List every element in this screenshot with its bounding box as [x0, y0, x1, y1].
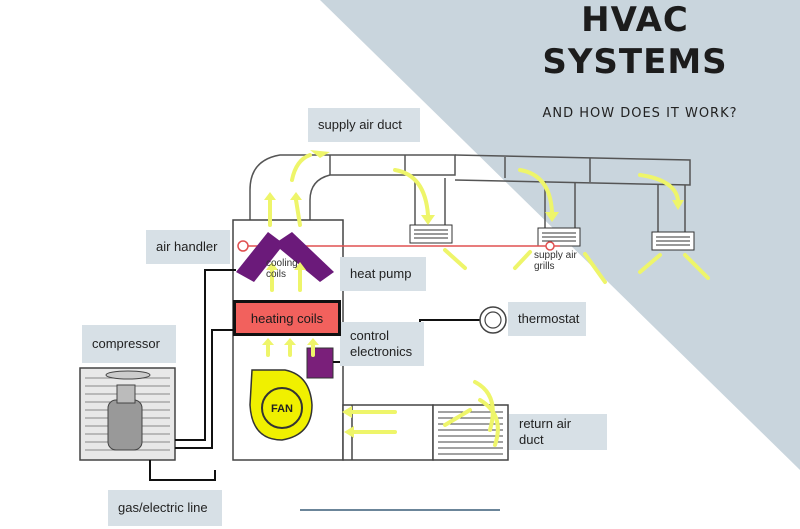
- label-supply-air-grills: supply air grills: [534, 250, 577, 272]
- cooling-coils: [236, 232, 334, 282]
- compressor-unit: [79, 367, 176, 461]
- heating-coils: heating coils: [233, 300, 341, 336]
- fan-unit: [249, 369, 313, 441]
- cooling-line-1: cooling: [266, 258, 298, 269]
- label-supply-air-duct: supply air duct: [308, 108, 420, 142]
- refrigerant-node-2: [545, 241, 555, 251]
- grill-line-2: grills: [534, 261, 555, 272]
- label-air-handler: air handler: [146, 230, 230, 264]
- thermostat-device: [479, 306, 507, 334]
- grill-line-1: supply air: [534, 250, 577, 261]
- label-thermostat: thermostat: [508, 302, 586, 336]
- label-control-electronics: control electronics: [340, 322, 424, 366]
- refrigerant-node-1: [237, 240, 249, 252]
- subtitle: AND HOW DOES IT WORK?: [542, 106, 738, 121]
- label-compressor: compressor: [82, 325, 176, 363]
- label-control-line-1: control: [350, 327, 390, 343]
- arrowheads: [262, 150, 684, 438]
- label-fan: FAN: [271, 403, 293, 415]
- label-heat-pump: heat pump: [340, 257, 426, 291]
- title-line-2: SYSTEMS: [542, 42, 728, 82]
- cooling-line-2: coils: [266, 269, 287, 280]
- label-return-air-duct: return air duct: [509, 414, 607, 450]
- label-cooling-coils: cooling coils: [266, 258, 298, 280]
- label-gas-electric-line: gas/electric line: [108, 490, 222, 526]
- label-control-line-2: electronics: [350, 344, 413, 359]
- airflow-arrows: [266, 153, 710, 447]
- control-electronics-box: [306, 347, 334, 379]
- title-line-1: HVAC: [581, 0, 689, 40]
